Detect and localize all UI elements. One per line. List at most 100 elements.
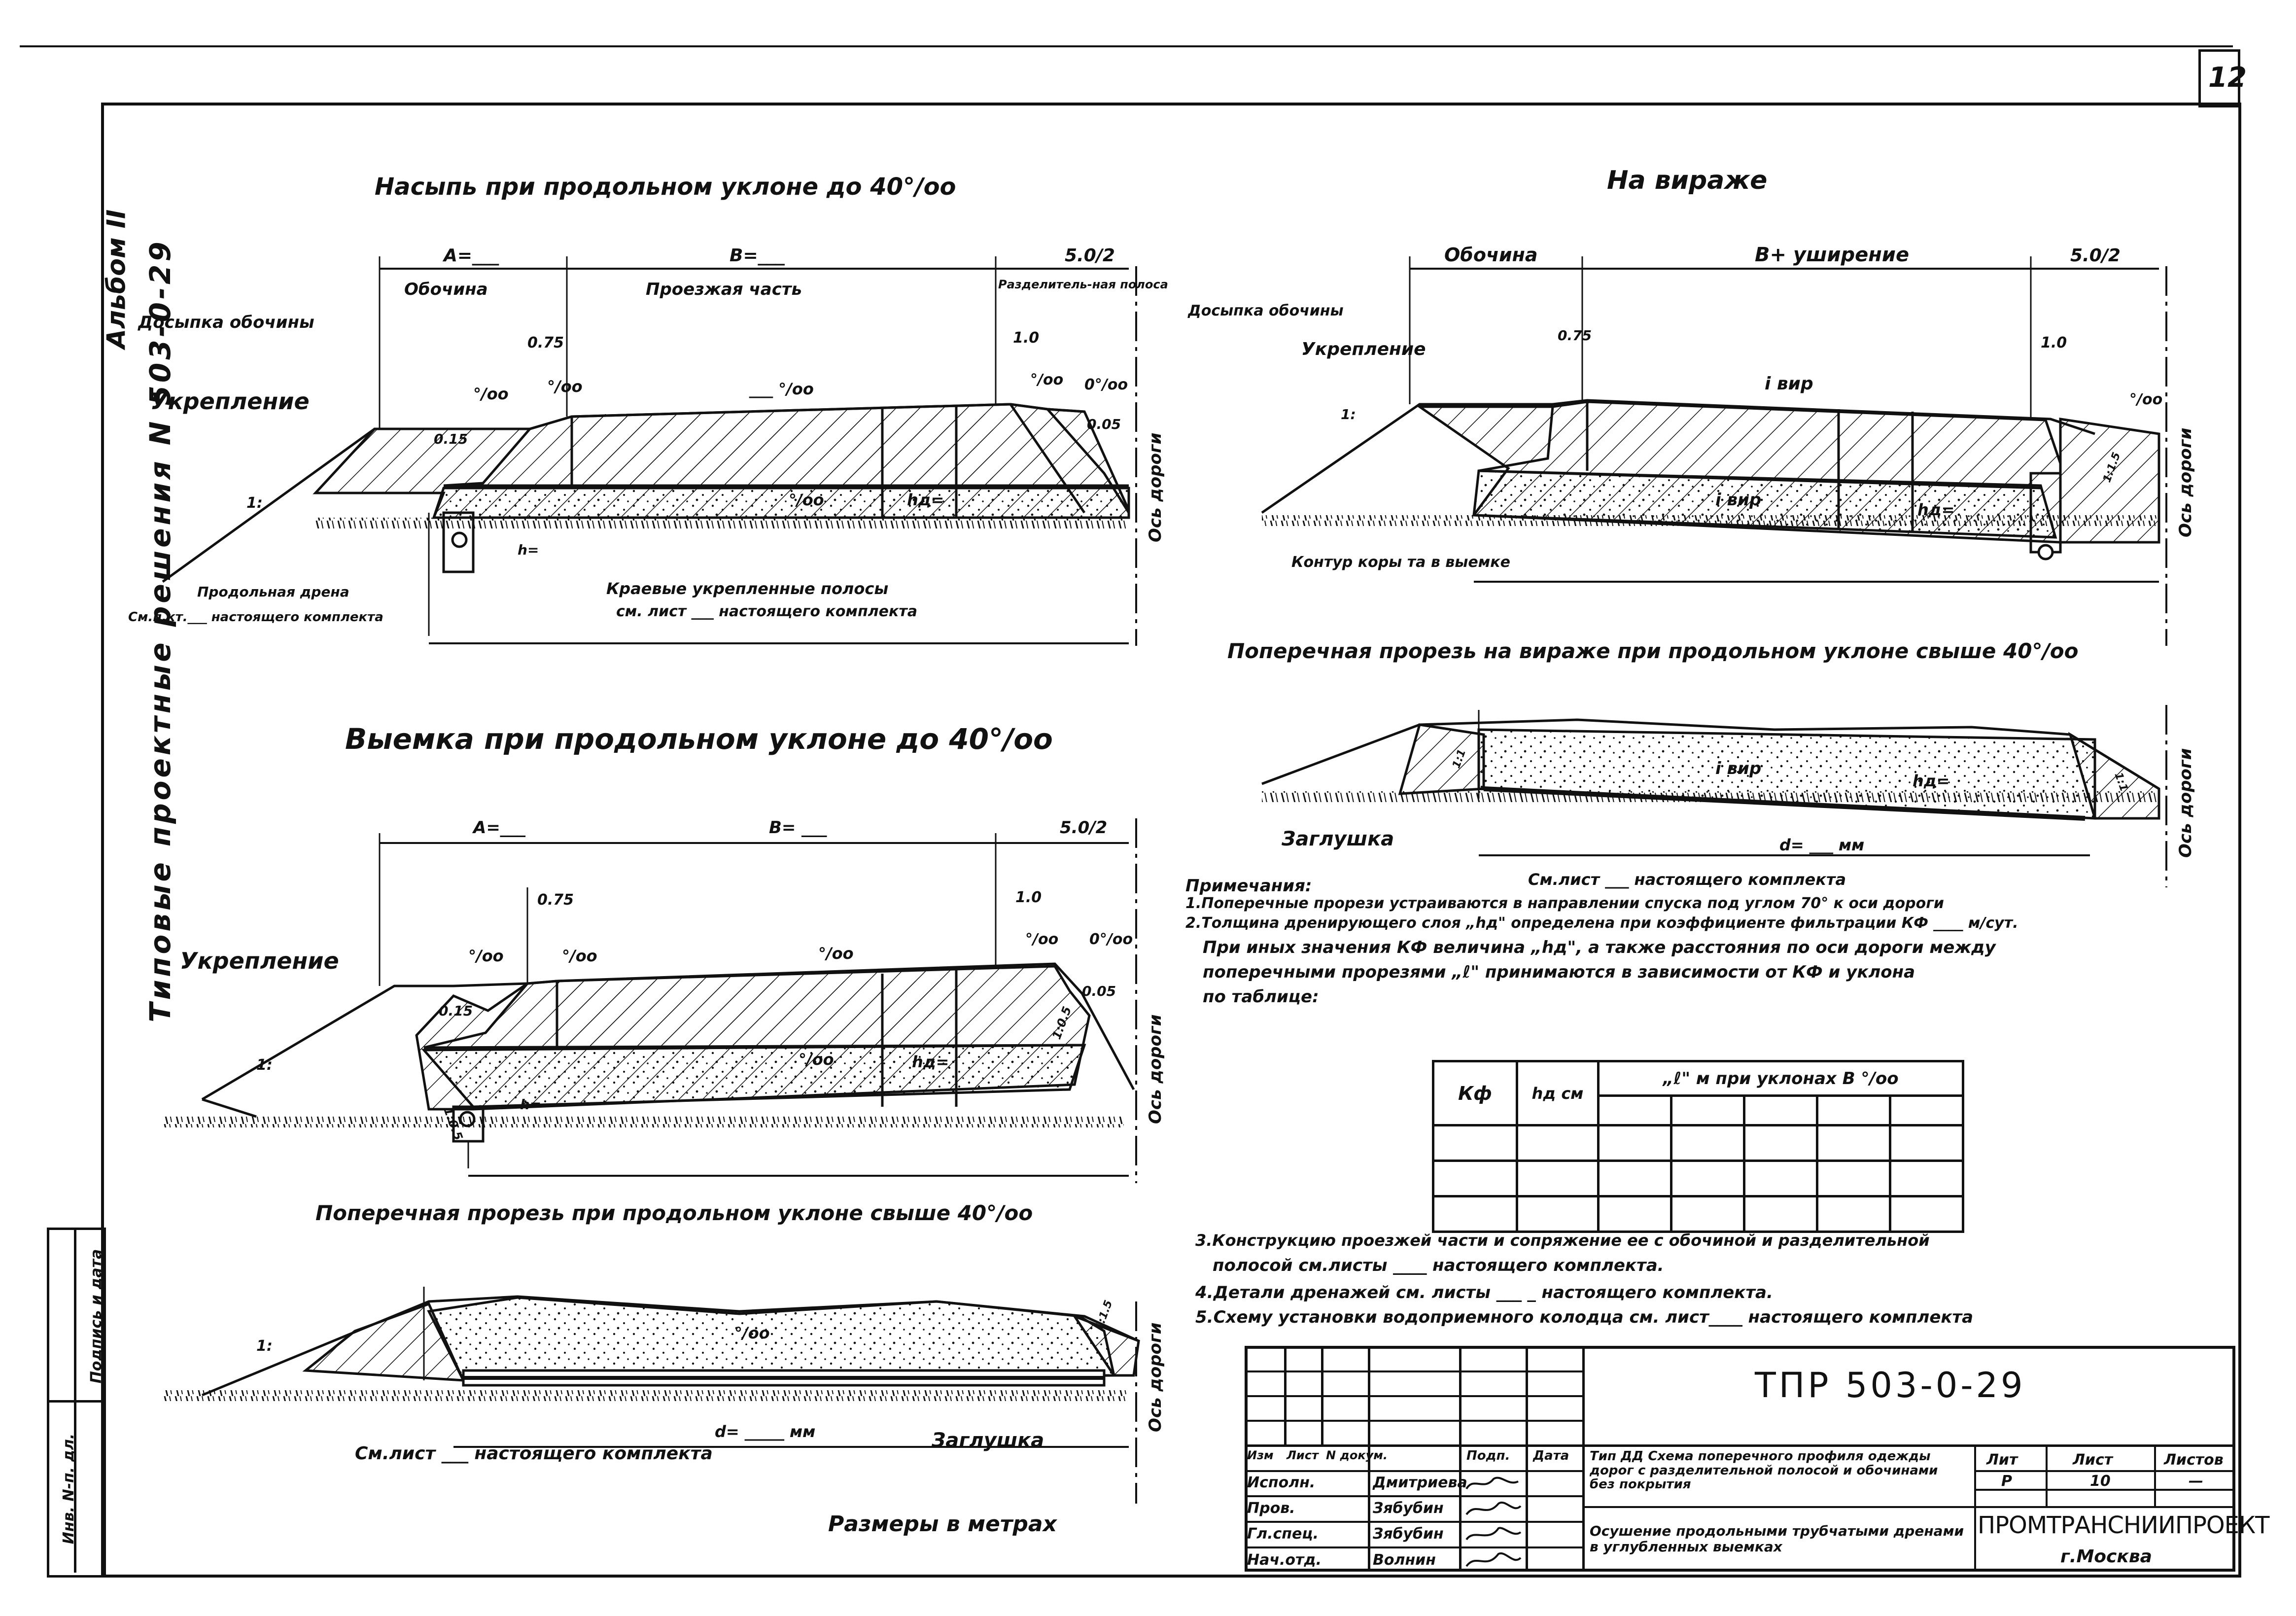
stamp-grid-line bbox=[2046, 1447, 2048, 1506]
cut-d075: 0.75 bbox=[537, 891, 574, 909]
stamp-v-lit: Р bbox=[2001, 1473, 2012, 1490]
ccc-axis: Ось дороги bbox=[2176, 748, 2195, 858]
stamp-org: ПРОМТРАНСНИИПРОЕКТ bbox=[1978, 1511, 2269, 1539]
stamp-grid-line bbox=[1245, 1546, 1585, 1548]
stamp-r4-role: Нач.отд. bbox=[1247, 1551, 1322, 1569]
ccl-plug: Заглушка bbox=[931, 1429, 1044, 1452]
emb-slope1: °/оо bbox=[473, 385, 509, 403]
emb-b-dim: В=___ bbox=[730, 246, 785, 266]
curve-shoulder-fill: Досыпка обочины bbox=[1187, 302, 1344, 319]
stamp-h-sheets: Листов bbox=[2164, 1451, 2224, 1469]
stamp-h-izm: Изм bbox=[1247, 1448, 1274, 1462]
curve-b-widen: В+ уширение bbox=[1755, 244, 1909, 266]
ccl-d: d= _____ мм bbox=[715, 1422, 815, 1441]
stamp-city: г.Москва bbox=[2060, 1546, 2152, 1567]
stamp-h-list: Лист bbox=[1287, 1448, 1319, 1462]
stamp-r2-role: Пров. bbox=[1247, 1500, 1295, 1517]
stamp-h-sheet: Лист bbox=[2073, 1451, 2113, 1469]
cut-h: h= bbox=[520, 1096, 541, 1113]
curve-s-right: °/оо bbox=[2129, 391, 2162, 408]
drawing-frame bbox=[101, 103, 2241, 1578]
stamp-v-sheet: 10 bbox=[2090, 1473, 2111, 1490]
emb-drain: Продольная дрена bbox=[197, 584, 349, 600]
ccc-plug: Заглушка bbox=[1281, 828, 1394, 850]
cross-cut-left-title: Поперечная прорезь при продольном уклоне… bbox=[315, 1201, 1033, 1225]
emb-c-dim: 5.0/2 bbox=[1065, 246, 1115, 266]
stamp-desc1: Тип ДД Схема поперечного профиля одежды … bbox=[1590, 1449, 1938, 1492]
note-3a: 3.Конструкцию проезжей части и сопряжени… bbox=[1195, 1231, 1930, 1250]
ccc-hd: hд= bbox=[1913, 772, 1949, 790]
emb-edge-strips-ref: см. лист ___ настоящего комплекта bbox=[616, 603, 917, 620]
curve-title: На вираже bbox=[1607, 166, 1768, 195]
ccc-i-vir: i вир bbox=[1715, 759, 1761, 778]
note-4: 4.Детали дренажей см. листы ___ _ настоя… bbox=[1195, 1283, 1773, 1302]
note-1: 1.Поперечные прорези устраиваются в напр… bbox=[1185, 895, 1944, 912]
signature-3 bbox=[1465, 1527, 1522, 1541]
cut-axis: Ось дороги bbox=[1146, 1015, 1165, 1124]
ccl-axis: Ось дороги bbox=[1146, 1323, 1165, 1433]
table-header-kf: Кф bbox=[1432, 1060, 1518, 1126]
stamp-r3-role: Гл.спец. bbox=[1247, 1525, 1319, 1543]
stamp-v-sheets: — bbox=[2189, 1473, 2203, 1490]
stamp-grid-line bbox=[1245, 1495, 1585, 1497]
stamp-r2-name: Зябубин bbox=[1373, 1500, 1444, 1517]
note-2b: При иных значения КФ величина „hд", а та… bbox=[1203, 938, 1996, 957]
stamp-grid-line bbox=[1245, 1395, 1585, 1397]
note-5: 5.Схему установки водоприемного колодца … bbox=[1195, 1307, 1974, 1327]
cut-section bbox=[163, 818, 1137, 1183]
emb-slope2: °/оо bbox=[547, 377, 583, 396]
page-number-box bbox=[2198, 49, 2240, 107]
stamp-desc2: Осушение продольными трубчатыми дренами … bbox=[1590, 1523, 1964, 1555]
note-3b: полосой см.листы ____ настоящего комплек… bbox=[1213, 1256, 1664, 1275]
emb-edge-strips: Краевые укрепленные полосы bbox=[606, 579, 888, 598]
cut-title: Выемка при продольном уклоне до 40°/оо bbox=[345, 722, 1053, 756]
table-header-l: „ℓ" м при уклонах В °/оо bbox=[1597, 1060, 1964, 1097]
emb-slope5: 0°/оо bbox=[1084, 376, 1128, 393]
stamp-grid-line bbox=[1974, 1489, 2235, 1491]
stamp-h-date: Дата bbox=[1533, 1448, 1569, 1463]
signature-1 bbox=[1465, 1476, 1519, 1490]
emb-hd: hд= bbox=[907, 491, 944, 509]
stamp-grid-line bbox=[1245, 1370, 1585, 1372]
cut-a-dim: А=___ bbox=[472, 818, 526, 838]
emb-d075: 0.75 bbox=[527, 334, 564, 351]
emb-shoulder: Обочина bbox=[404, 280, 488, 299]
cut-d015: 0.15 bbox=[439, 1003, 473, 1019]
embankment-title: Насыпь при продольном уклоне до 40°/оо bbox=[375, 173, 956, 201]
emb-slope4: °/оо bbox=[1030, 371, 1063, 388]
cut-hd: hд= bbox=[912, 1053, 949, 1071]
stamp-grid-line bbox=[1585, 1506, 2235, 1508]
stamp-h-lit: Лит bbox=[1986, 1451, 2018, 1469]
stamp-r4-name: Волнин bbox=[1373, 1551, 1436, 1569]
emb-axis: Ось дороги bbox=[1146, 433, 1165, 543]
cut-d10: 1.0 bbox=[1015, 889, 1042, 906]
ccc-see-sheet: См.лист ___ настоящего комплекта bbox=[1528, 870, 1846, 889]
stamp-h-doc: N докум. bbox=[1326, 1448, 1388, 1462]
emb-carriageway: Проезжая часть bbox=[646, 280, 802, 299]
cut-s3: °/оо bbox=[818, 944, 854, 963]
stamp-h-sign: Подп. bbox=[1466, 1448, 1510, 1463]
curve-i-vir-top: i вир bbox=[1765, 374, 1813, 394]
curve-i-vir-base: i вир bbox=[1715, 490, 1761, 510]
curve-d075: 0.75 bbox=[1558, 327, 1592, 344]
top-rule bbox=[20, 45, 2233, 47]
cut-s2: °/оо bbox=[562, 947, 597, 965]
cut-d005: 0.05 bbox=[1082, 983, 1116, 999]
notes-heading: Примечания: bbox=[1185, 876, 1312, 896]
stamp-r1-role: Исполн. bbox=[1247, 1474, 1316, 1491]
embankment-section bbox=[162, 256, 1137, 646]
emb-slope-l: 1: bbox=[246, 494, 263, 512]
stamp-grid-line bbox=[1459, 1346, 1461, 1572]
cut-b-dim: В= ___ bbox=[769, 818, 827, 838]
curve-reinforcement: Укрепление bbox=[1301, 339, 1426, 359]
emb-reinforcement: Укрепление bbox=[150, 388, 310, 415]
units-note: Размеры в метрах bbox=[828, 1511, 1057, 1537]
signature-2 bbox=[1465, 1502, 1522, 1515]
stamp-grid-line bbox=[1974, 1470, 2235, 1472]
ccc-d: d= ___ мм bbox=[1779, 836, 1864, 854]
emb-h: h= bbox=[518, 542, 539, 558]
ccl-slope: °/оо bbox=[734, 1324, 770, 1342]
curve-c-dim: 5.0/2 bbox=[2070, 246, 2121, 266]
